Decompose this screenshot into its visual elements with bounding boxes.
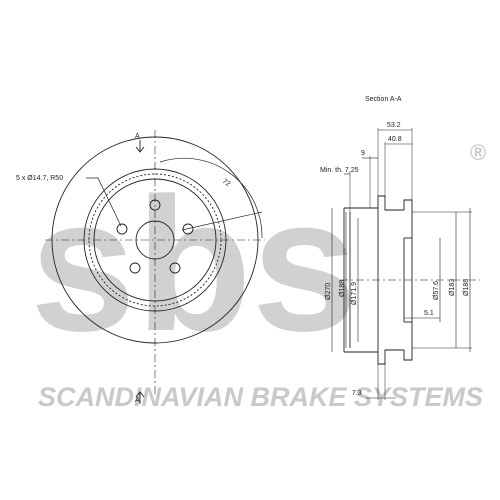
section-marker-bottom: A bbox=[135, 397, 140, 404]
dim-hub-face-diameter: Ø183 bbox=[449, 279, 456, 296]
bolt-callout: 5 x Ø14.7, R50 bbox=[16, 175, 63, 182]
pcd-dimension-arc bbox=[159, 157, 263, 239]
dim-outer-diameter: Ø270 bbox=[325, 283, 332, 300]
sbs-logo-watermark: sbs bbox=[30, 159, 357, 371]
dim-min-thickness: Min. th. 7.25 bbox=[320, 167, 359, 174]
dim-inner-ring-diameter: Ø188 bbox=[339, 280, 346, 297]
bolt-callout-leader bbox=[86, 177, 122, 227]
bolt-hole bbox=[129, 262, 141, 274]
pcd-leader bbox=[181, 211, 263, 231]
dim-ring-thickness: 9 bbox=[361, 150, 365, 157]
dim-center-bore: Ø57.6 bbox=[433, 281, 440, 300]
dim-hat-depth: 40.8 bbox=[388, 136, 402, 143]
section-outer-profile-top bbox=[377, 195, 413, 212]
front-view bbox=[45, 130, 265, 404]
dim-overall-width: 53.2 bbox=[387, 122, 401, 129]
pcd-dimension: 72 bbox=[221, 178, 231, 188]
brand-tagline: SCANDINAVIAN BRAKE SYSTEMS bbox=[38, 382, 483, 412]
bolt-hole bbox=[182, 223, 194, 235]
dim-bottom: 7.3 bbox=[352, 390, 362, 397]
section-view bbox=[331, 128, 480, 400]
section-arrowhead-top bbox=[135, 146, 145, 153]
registered-mark: ® bbox=[470, 140, 486, 165]
section-marker-top: A bbox=[135, 133, 140, 140]
section-arrowhead-bottom bbox=[135, 391, 145, 398]
bolt-hole bbox=[116, 223, 128, 235]
bolt-hole bbox=[169, 262, 181, 274]
section-title: Section A-A bbox=[365, 96, 402, 103]
section-outer-profile-bottom bbox=[377, 348, 413, 365]
dim-right-diameter: Ø188 bbox=[463, 279, 470, 296]
dim-hat-diameter: Ø171.9 bbox=[351, 282, 358, 305]
dim-hub-thickness: 5.1 bbox=[424, 310, 434, 317]
